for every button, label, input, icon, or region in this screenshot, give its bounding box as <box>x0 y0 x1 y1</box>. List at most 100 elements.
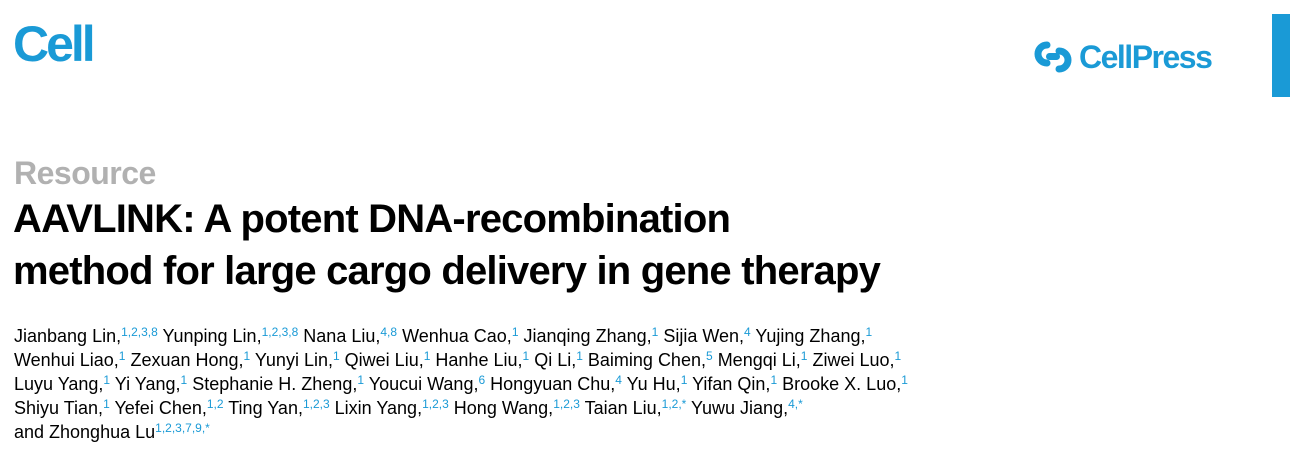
author-item[interactable]: Yi Yang,1 <box>115 374 187 394</box>
author-list: Jianbang Lin,1,2,3,8 Yunping Lin,1,2,3,8… <box>14 324 1244 444</box>
author-affiliation[interactable]: 1 <box>770 373 778 387</box>
author-item[interactable]: Nana Liu,4,8 <box>303 326 397 346</box>
author-item[interactable]: Hanhe Liu,1 <box>435 350 529 370</box>
author-affiliation[interactable]: 6 <box>478 373 486 387</box>
author-affiliation[interactable]: 1,2,3,8 <box>261 325 299 339</box>
author-affiliation[interactable]: 1,2 <box>206 397 224 411</box>
author-affiliation[interactable]: 1 <box>118 349 126 363</box>
author-item[interactable]: Qiwei Liu,1 <box>345 350 431 370</box>
author-item[interactable]: Shiyu Tian,1 <box>14 398 110 418</box>
author-affiliation[interactable]: 1 <box>576 349 583 363</box>
author-item[interactable]: Jianqing Zhang,1 <box>524 326 659 346</box>
author-item[interactable]: Taian Liu,1,2,* <box>585 398 687 418</box>
author-item[interactable]: Luyu Yang,1 <box>14 374 110 394</box>
author-item[interactable]: Yunping Lin,1,2,3,8 <box>162 326 298 346</box>
article-title-line-2: method for large cargo delivery in gene … <box>13 249 881 293</box>
author-item[interactable]: Yu Hu,1 <box>627 374 688 394</box>
author-affiliation[interactable]: 1,2,* <box>661 397 687 411</box>
author-name: Ting Yan, <box>228 398 303 418</box>
author-affiliation[interactable]: 1 <box>103 397 110 411</box>
author-name: Ziwei Luo, <box>812 350 895 370</box>
author-affiliation[interactable]: 1 <box>800 349 808 363</box>
author-name: Yi Yang, <box>114 374 181 394</box>
author-name: Wenhua Cao, <box>402 326 512 346</box>
cellpress-logo-icon <box>1034 41 1072 73</box>
author-item[interactable]: Ziwei Luo,1 <box>812 350 901 370</box>
author-item[interactable]: Yunyi Lin,1 <box>255 350 340 370</box>
author-name: Zexuan Hong, <box>130 350 244 370</box>
author-name: Brooke X. Luo, <box>782 374 902 394</box>
author-affiliation[interactable]: 1,2,3 <box>302 397 330 411</box>
article-title-line-1: AAVLINK: A potent DNA-recombination <box>13 197 731 241</box>
author-item[interactable]: Youcui Wang,6 <box>369 374 485 394</box>
author-item[interactable]: Yefei Chen,1,2 <box>114 398 223 418</box>
author-name: Yu Hu, <box>626 374 681 394</box>
author-affiliation[interactable]: 1 <box>511 325 519 339</box>
author-name: Youcui Wang, <box>368 374 479 394</box>
author-affiliation[interactable]: 1,2,3 <box>553 397 580 411</box>
author-name: Shiyu Tian, <box>14 398 104 418</box>
author-name: Sijia Wen, <box>663 326 745 346</box>
author-affiliation[interactable]: 1 <box>522 349 530 363</box>
author-item[interactable]: Qi Li,1 <box>534 350 583 370</box>
author-name: Nana Liu, <box>303 326 381 346</box>
author-name: Yunyi Lin, <box>254 350 333 370</box>
publisher-logo: CellPress <box>1033 35 1213 79</box>
author-affiliation[interactable]: 1 <box>357 373 365 387</box>
publisher-name: CellPress <box>1079 38 1213 75</box>
author-name: Stephanie H. Zheng, <box>192 374 358 394</box>
author-name: Hongyuan Chu, <box>490 374 616 394</box>
author-item[interactable]: Mengqi Li,1 <box>718 350 808 370</box>
author-affiliation[interactable]: 1,2,3 <box>422 397 449 411</box>
author-affiliation[interactable]: 1 <box>865 325 873 339</box>
author-affiliation[interactable]: 4 <box>744 325 751 339</box>
author-affiliation[interactable]: 1 <box>680 373 688 387</box>
author-item[interactable]: Hong Wang,1,2,3 <box>454 398 580 418</box>
author-affiliation[interactable]: 1 <box>651 325 659 339</box>
author-item[interactable]: Wenhua Cao,1 <box>402 326 518 346</box>
article-type-label: Resource <box>14 155 156 191</box>
author-item[interactable]: Yifan Qin,1 <box>692 374 777 394</box>
author-name: Yifan Qin, <box>692 374 771 394</box>
author-affiliation[interactable]: 4,* <box>788 397 803 411</box>
author-affiliation[interactable]: 1 <box>901 373 908 387</box>
author-name: and Zhonghua Lu <box>14 422 156 442</box>
author-name: Qiwei Liu, <box>344 350 424 370</box>
author-item[interactable]: Jianbang Lin,1,2,3,8 <box>14 326 158 346</box>
author-affiliation[interactable]: 1,2,3,8 <box>121 325 158 339</box>
author-affiliation[interactable]: 5 <box>705 349 713 363</box>
author-affiliation[interactable]: 1 <box>180 373 188 387</box>
author-name: Yefei Chen, <box>114 398 207 418</box>
author-name: Hanhe Liu, <box>435 350 523 370</box>
author-name: Yuwu Jiang, <box>691 398 789 418</box>
author-item[interactable]: Sijia Wen,4 <box>663 326 750 346</box>
author-item[interactable]: Ting Yan,1,2,3 <box>228 398 329 418</box>
author-name: Luyu Yang, <box>14 374 104 394</box>
author-item[interactable]: Lixin Yang,1,2,3 <box>335 398 449 418</box>
author-affiliation[interactable]: 1 <box>103 373 111 387</box>
author-name: Mengqi Li, <box>717 350 801 370</box>
author-item[interactable]: Wenhui Liao,1 <box>14 350 125 370</box>
author-item[interactable]: Yujing Zhang,1 <box>755 326 872 346</box>
author-item[interactable]: Hongyuan Chu,4 <box>490 374 622 394</box>
author-affiliation[interactable]: 1 <box>423 349 431 363</box>
author-affiliation[interactable]: 4 <box>615 373 622 387</box>
author-item[interactable]: Yuwu Jiang,4,* <box>691 398 803 418</box>
author-name: Wenhui Liao, <box>14 350 119 370</box>
author-affiliation[interactable]: 1 <box>332 349 340 363</box>
author-name: Jianbang Lin, <box>14 326 122 346</box>
author-name: Hong Wang, <box>453 398 554 418</box>
author-affiliation[interactable]: 4,8 <box>380 325 398 339</box>
author-item[interactable]: Stephanie H. Zheng,1 <box>192 374 364 394</box>
author-name: Jianqing Zhang, <box>523 326 652 346</box>
journal-logo: Cell <box>13 16 96 72</box>
author-name: Yunping Lin, <box>162 326 262 346</box>
author-affiliation[interactable]: 1 <box>243 349 251 363</box>
author-affiliation[interactable]: 1,2,3,7,9,* <box>155 421 210 435</box>
author-name: Qi Li, <box>534 350 577 370</box>
author-item[interactable]: Brooke X. Luo,1 <box>782 374 908 394</box>
author-item[interactable]: and Zhonghua Lu1,2,3,7,9,* <box>14 422 210 442</box>
author-item[interactable]: Baiming Chen,5 <box>588 350 713 370</box>
author-item[interactable]: Zexuan Hong,1 <box>130 350 250 370</box>
author-affiliation[interactable]: 1 <box>894 349 902 363</box>
